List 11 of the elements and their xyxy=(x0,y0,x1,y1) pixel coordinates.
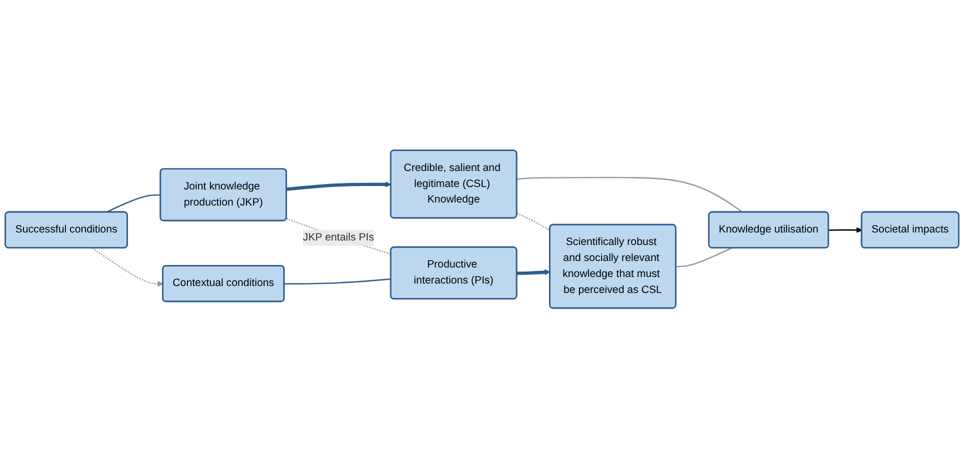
connector xyxy=(284,278,392,285)
connector xyxy=(286,218,392,255)
arrow xyxy=(516,270,550,276)
connector xyxy=(676,248,732,268)
connector xyxy=(516,213,550,232)
connector xyxy=(106,194,161,214)
connector xyxy=(516,177,744,214)
arrow xyxy=(286,182,392,192)
arrow xyxy=(92,248,164,287)
edge-label: JKP entails PIs xyxy=(302,232,374,244)
arrow xyxy=(828,227,862,234)
